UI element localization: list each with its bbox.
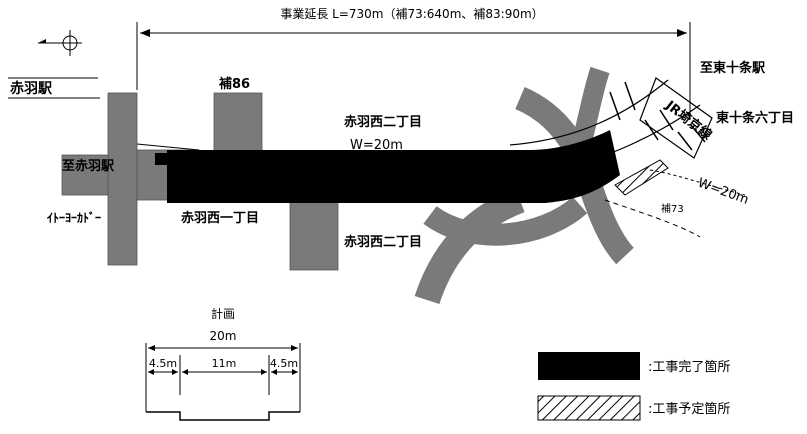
label-higashi-jujo-6: 東十条六丁目 [716,110,794,126]
road-vertical-left [107,92,138,266]
label-ho73: 補73 [661,202,684,215]
label-width-top: W=20m [350,138,403,153]
label-akabane-nishi-2-bottom: 赤羽西二丁目 [344,234,422,250]
legend-planned-swatch [537,395,641,421]
label-to-higashi-jujo-station: 至東十条駅 [700,60,766,76]
cross-section: 計画 20m 4.5m 11m 4.5m [145,306,301,421]
project-length-dimension [136,22,691,120]
legend-completed-swatch [538,352,640,380]
section-right-sidewalk: 4.5m [270,357,298,370]
boundary-line [136,143,200,151]
road-south-mid [289,197,339,271]
road-ho86 [213,92,263,154]
label-akabane-nishi-1: 赤羽西一丁目 [181,210,259,226]
label-ho86: 補86 [218,76,250,92]
label-jr-saikyo-line: JR埼京線 [662,97,716,144]
legend-completed-label: :工事完了箇所 [648,359,730,375]
completed-main [167,130,620,203]
section-roadway: 11m [212,357,237,370]
label-akabane-station: 赤羽駅 [10,81,53,97]
label-ito-yokado: ｲﾄｰﾖｰｶﾄﾞｰ [47,210,101,225]
legend-planned-label: :工事予定箇所 [648,401,730,417]
project-length-label: 事業延長 L=730m（補73:640m、補83:90m） [280,7,543,21]
planned-extension-lines [604,169,746,238]
label-width-right: W=20m [696,176,751,208]
section-left-sidewalk: 4.5m [149,357,177,370]
section-total-width: 20m [210,329,237,343]
completed-notch [155,165,167,191]
label-akabane-nishi-2-top: 赤羽西二丁目 [344,114,422,130]
legend: :工事完了箇所 :工事予定箇所 [537,352,730,421]
completed-road [155,130,620,203]
label-to-akabane-station: 至赤羽駅 [62,158,115,174]
road-horizontal-left [61,154,109,196]
north-arrow-icon [38,30,82,56]
planned-section [614,159,669,196]
jr-saikyo-line-track [509,77,713,171]
road-loop-lower [423,196,588,246]
section-title: 計画 [211,306,235,321]
